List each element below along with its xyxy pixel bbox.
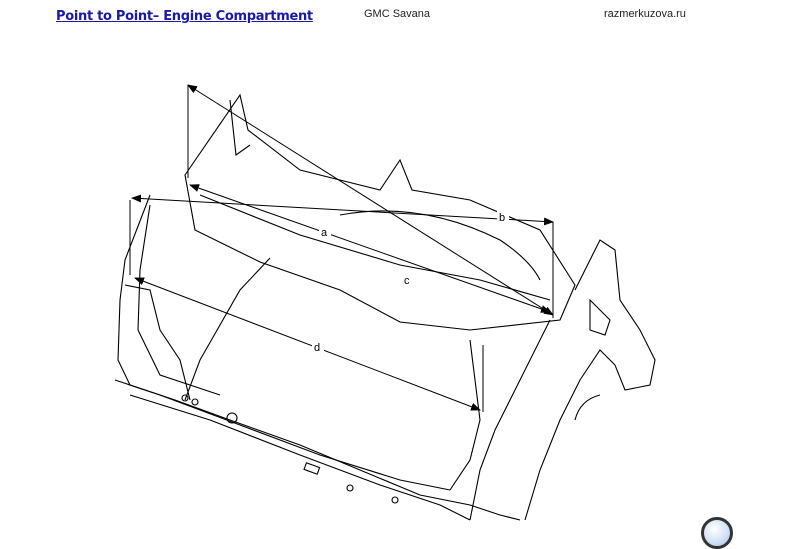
vehicle-model: GMC Savana [364, 8, 431, 20]
engine-compartment-diagram: a b c d [114, 84, 656, 521]
dimension-a [187, 84, 554, 316]
label-c: c [404, 275, 410, 287]
page-title-link[interactable]: Point to Point– Engine Compartment [56, 9, 313, 24]
magnifier-icon[interactable] [701, 517, 733, 549]
label-d: d [314, 342, 320, 354]
dimension-b [131, 194, 554, 226]
dimension-c [189, 184, 551, 313]
measurement-lines [129, 84, 554, 412]
dimension-d [134, 277, 481, 411]
body-structure-outline [114, 93, 656, 521]
label-b: b [499, 212, 505, 224]
site-name: razmerkuzova.ru [604, 8, 686, 20]
label-a: a [321, 227, 328, 239]
